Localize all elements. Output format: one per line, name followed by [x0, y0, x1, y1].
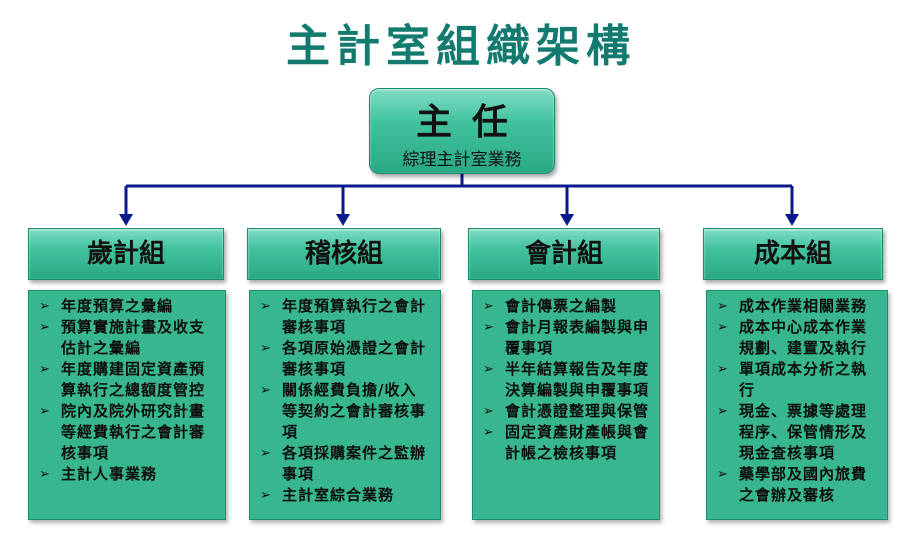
duty-item: ➢年度預算之彙編 [39, 297, 174, 315]
arrowhead-bullet-icon: ➢ [717, 320, 729, 335]
duty-item: ➢藥學部及國內旅費之會辦及審核 [717, 465, 868, 504]
arrowhead-bullet-icon: ➢ [260, 488, 272, 503]
arrowhead-bullet-icon: ➢ [483, 425, 495, 440]
duty-item: ➢成本作業相關業務 [717, 297, 868, 315]
duties-panel-cost: ➢成本作業相關業務 ➢成本中心成本作業規劃、建置及執行 ➢單項成本分析之執行 ➢… [706, 290, 888, 520]
arrowhead-bullet-icon: ➢ [39, 320, 51, 335]
duties-panel-audit: ➢年度預算執行之會計審核事項 ➢各項原始憑證之會計審核事項 ➢關係經費負擔/收入… [249, 290, 441, 520]
duty-item: ➢成本中心成本作業規劃、建置及執行 [717, 318, 868, 357]
duties-panel-budget: ➢年度預算之彙編 ➢預算實施計畫及收支估計之彙編 ➢年度購建固定資產預算執行之總… [28, 290, 226, 520]
duty-item: ➢會計憑證整理與保管 [483, 402, 650, 420]
duty-item: ➢預算實施計畫及收支估計之彙編 [39, 318, 206, 357]
arrowhead-bullet-icon: ➢ [39, 467, 51, 482]
duty-item: ➢院內及院外研究計畫等經費執行之會計審核事項 [39, 402, 206, 462]
duty-item: ➢關係經費負擔/收入等契約之會計審核事項 [260, 381, 427, 441]
director-description: 綜理主計室業務 [402, 150, 522, 170]
duty-item: ➢會計月報表編製與申覆事項 [483, 318, 650, 357]
arrowhead-bullet-icon: ➢ [260, 341, 272, 356]
group-header-audit: 稽核組 [247, 228, 441, 280]
group-header-accounting: 會計組 [468, 228, 660, 280]
director-box: 主任 綜理主計室業務 [369, 88, 555, 174]
duty-item: ➢半年結算報告及年度決算編製與申覆事項 [483, 360, 650, 399]
arrowhead-bullet-icon: ➢ [483, 299, 495, 314]
director-title: 主任 [415, 102, 528, 143]
duties-panel-accounting: ➢會計傳票之編製 ➢會計月報表編製與申覆事項 ➢半年結算報告及年度決算編製與申覆… [472, 290, 660, 520]
arrowhead-bullet-icon: ➢ [260, 383, 272, 398]
arrowhead-bullet-icon: ➢ [717, 299, 729, 314]
arrowhead-bullet-icon: ➢ [483, 362, 495, 377]
group-header-budget: 歲計組 [28, 228, 224, 280]
arrowhead-bullet-icon: ➢ [260, 446, 272, 461]
duty-item: ➢各項採購案件之監辦事項 [260, 444, 427, 483]
arrowhead-bullet-icon: ➢ [483, 404, 495, 419]
group-header-cost: 成本組 [703, 228, 883, 280]
arrowhead-3 [560, 214, 574, 226]
arrowhead-bullet-icon: ➢ [483, 320, 495, 335]
duty-item: ➢年度購建固定資產預算執行之總額度管控 [39, 360, 206, 399]
arrowhead-bullet-icon: ➢ [717, 404, 729, 419]
arrowhead-bullet-icon: ➢ [39, 404, 51, 419]
duty-item: ➢單項成本分析之執行 [717, 360, 868, 399]
duty-item: ➢固定資產財產帳與會計帳之檢核事項 [483, 423, 650, 462]
arrowhead-4 [785, 214, 799, 226]
arrowhead-1 [119, 214, 133, 226]
duty-item: ➢會計傳票之編製 [483, 297, 618, 315]
arrowhead-bullet-icon: ➢ [39, 362, 51, 377]
arrowhead-bullet-icon: ➢ [39, 299, 51, 314]
duty-item: ➢年度預算執行之會計審核事項 [260, 297, 427, 336]
duty-item: ➢各項原始憑證之會計審核事項 [260, 339, 427, 378]
duty-item: ➢現金、票據等處理程序、保管情形及現金查核事項 [717, 402, 868, 462]
arrowhead-bullet-icon: ➢ [717, 362, 729, 377]
duty-item: ➢主計室綜合業務 [260, 486, 395, 504]
arrowhead-bullet-icon: ➢ [260, 299, 272, 314]
duty-item: ➢主計人事業務 [39, 465, 158, 483]
page-title: 主計室組織架構 [286, 21, 636, 72]
arrowhead-bullet-icon: ➢ [717, 467, 729, 482]
arrowhead-2 [336, 214, 350, 226]
